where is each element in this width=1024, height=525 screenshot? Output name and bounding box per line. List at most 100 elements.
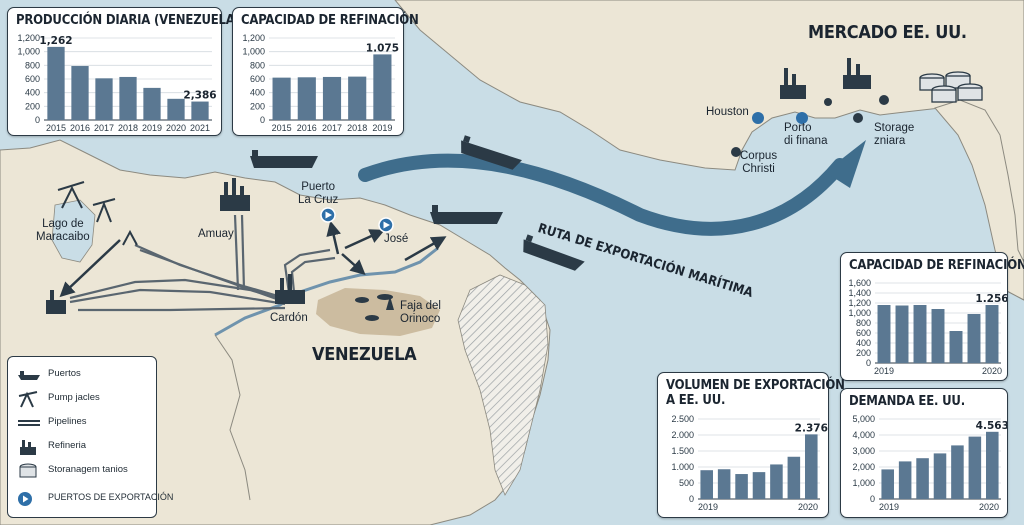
bar (881, 469, 894, 499)
faja-orinoco-area (316, 288, 440, 336)
bar (877, 305, 891, 363)
y-tick-label: 600 (250, 74, 265, 84)
y-tick-label: 1,400 (848, 288, 871, 298)
export-route-arrowhead (825, 140, 866, 188)
y-tick-label: 2,000 (852, 462, 875, 472)
legend-label: Storanagem tanios (48, 464, 128, 475)
x-tick-label: 2019 (372, 123, 392, 133)
y-tick-label: 800 (856, 318, 871, 328)
bar (700, 470, 713, 499)
bar (297, 77, 316, 120)
data-label: 1,262 (39, 35, 72, 47)
ship-icon (250, 150, 318, 168)
refinery-icon (275, 274, 305, 304)
legend-label: Refineria (48, 440, 87, 451)
bar (167, 98, 185, 120)
x-tick-label: 2016 (297, 123, 317, 133)
legend-label: Pump jacles (48, 392, 100, 403)
pump-jack-icon (57, 181, 138, 246)
x-tick-label: 2015 (46, 123, 66, 133)
florida-landmass (934, 99, 1024, 301)
y-tick-label: 1,200 (17, 33, 40, 43)
bar (717, 469, 731, 499)
bar (898, 461, 912, 499)
flow-arrows (59, 220, 447, 298)
bar (272, 77, 291, 120)
chart-title: PRODUCCIÓN DIARIA (VENEZUELA) (16, 13, 240, 28)
label-amuay: Amuay (198, 228, 234, 240)
west-border (214, 334, 251, 501)
map-legend: Puertos Pump jacles Pipelines Refineria … (7, 356, 173, 518)
y-tick-label: 2.000 (671, 430, 694, 440)
label-porto-di-finana: Porto di finana (784, 122, 828, 147)
label-houston: Houston (706, 106, 749, 118)
x-tick-label: 2019 (142, 123, 162, 133)
y-tick-label: 1.500 (671, 446, 694, 456)
legend-label: Pipelines (48, 416, 87, 427)
x-tick-label: 2015 (272, 123, 292, 133)
refinery-icon (20, 440, 36, 455)
x-tick-label: 2019 (879, 502, 899, 512)
y-tick-label: 200 (250, 101, 265, 111)
storage-tank-icon (19, 463, 37, 478)
y-tick-label: 5,000 (852, 414, 875, 424)
bar (933, 453, 947, 499)
y-tick-label: 1,600 (848, 278, 871, 288)
legend-item-pipelines: Pipelines (16, 414, 152, 432)
market-label: MERCADO EE. UU. (808, 22, 967, 43)
bar (119, 76, 137, 120)
x-tick-label: 2020 (166, 123, 186, 133)
orinoco-river (214, 246, 439, 337)
label-storage: Storage zniara (874, 122, 915, 147)
y-tick-label: 800 (25, 60, 40, 70)
disputed-territory (457, 274, 549, 496)
bar (47, 46, 65, 121)
export-port-icon (378, 217, 394, 233)
y-tick-label: 2.500 (671, 414, 694, 424)
bar (805, 434, 818, 499)
pump-jack-icon (18, 391, 38, 408)
label-corpus-christi: Corpus Christi (740, 150, 778, 175)
legend-item-export-ports: PUERTOS DE EXPORTACIÓN (16, 490, 173, 508)
country-label: VENEZUELA (312, 344, 417, 365)
bar (95, 78, 113, 120)
bar (951, 445, 964, 499)
x-tick-label: 2016 (70, 123, 90, 133)
bar (735, 474, 748, 499)
y-tick-label: 600 (25, 74, 40, 84)
y-tick-label: 400 (856, 338, 871, 348)
chart-title: CAPACIDAD DE REFINACIÓN (241, 13, 419, 28)
refinery-icon (780, 68, 806, 99)
chart-title: DEMANDA EE. UU. (849, 394, 965, 409)
y-tick-label: 0 (35, 115, 40, 125)
ship-icon (430, 205, 503, 224)
export-route-arrow (358, 153, 847, 236)
bar (985, 305, 999, 363)
y-tick-label: 1.000 (671, 462, 694, 472)
y-tick-label: 4,000 (852, 430, 875, 440)
bar (787, 456, 801, 499)
y-tick-label: 1,000 (848, 308, 871, 318)
data-label: 2,386 (183, 90, 216, 102)
data-label: 1.256 (975, 293, 1007, 305)
bar (348, 76, 367, 120)
storage-tank-icon (919, 71, 983, 103)
legend-label: Puertos (48, 368, 81, 379)
label-lago-maracaibo: Lago de Maracaibo (36, 218, 90, 243)
bar (913, 305, 927, 363)
y-tick-label: 1,200 (242, 33, 265, 43)
legend-item-storage: Storanagem tanios (16, 462, 152, 480)
data-label: 2.376 (795, 422, 828, 434)
legend-item-pump-jacks: Pump jacles (16, 390, 152, 408)
bar (931, 309, 945, 363)
bar (143, 87, 161, 120)
data-label: 4.563 (976, 420, 1007, 432)
bar (968, 436, 982, 499)
